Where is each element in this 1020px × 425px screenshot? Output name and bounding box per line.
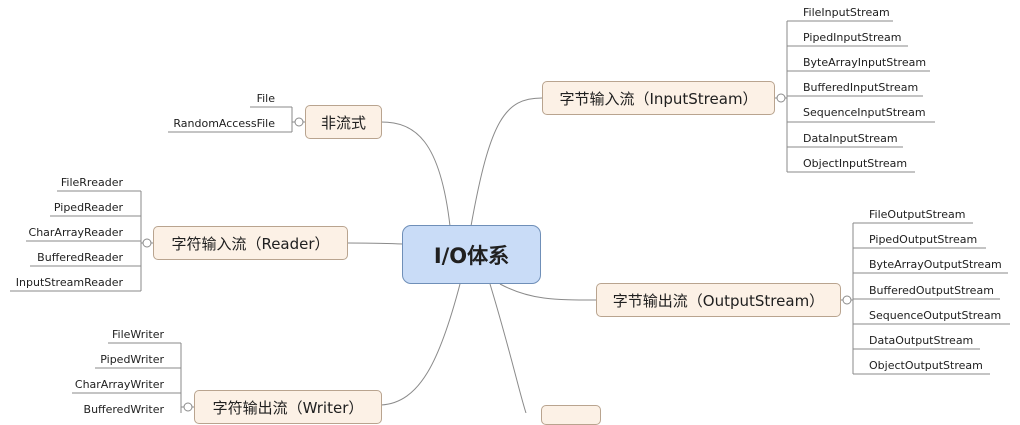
collapse-toggle-icon [776, 93, 786, 103]
topic-inputstream[interactable]: 字节输入流（InputStream） [542, 81, 775, 115]
subtopic-bufferedinputstream[interactable]: BufferedInputStream [803, 81, 919, 94]
subtopic-sequenceoutputstream[interactable]: SequenceOutputStream [869, 309, 1002, 322]
subtopic-chararrayreader[interactable]: CharArrayReader [28, 226, 123, 239]
topic-nonstream[interactable]: 非流式 [305, 105, 382, 139]
subtopic-chararraywriter[interactable]: CharArrayWriter [74, 378, 164, 391]
connector-root-outputstream [499, 283, 597, 301]
collapse-toggle-icon [842, 295, 852, 305]
subtopic-bufferedwriter[interactable]: BufferedWriter [83, 403, 164, 416]
connector-root-nonstream [380, 121, 451, 227]
connector-root-reader [346, 242, 404, 245]
collapse-toggle-icon [294, 117, 304, 127]
connector-root-inputstream [470, 97, 543, 227]
topic-bottom-partial[interactable] [541, 405, 601, 425]
mind-map-canvas: I/O体系 非流式 字符输入流（Reader） 字符输出流（Writer） 字节… [10, 6, 1010, 425]
central-topic[interactable]: I/O体系 [402, 225, 541, 284]
subtopic-fileoutputstream[interactable]: FileOutputStream [869, 208, 966, 221]
subtopic-pipedoutputstream[interactable]: PipedOutputStream [869, 233, 978, 246]
subtopic-file[interactable]: File [256, 92, 275, 105]
subtopic-pipedwriter[interactable]: PipedWriter [100, 353, 164, 366]
collapse-toggle-icon [183, 402, 193, 412]
subtopic-objectinputstream[interactable]: ObjectInputStream [803, 157, 908, 170]
subtopic-pipedreader[interactable]: PipedReader [53, 201, 123, 214]
subtopic-bufferedoutputstream[interactable]: BufferedOutputStream [869, 284, 994, 297]
subtopic-bytearrayinputstream[interactable]: ByteArrayInputStream [803, 56, 927, 69]
subtopic-dataoutputstream[interactable]: DataOutputStream [869, 334, 974, 347]
topic-writer[interactable]: 字符输出流（Writer） [194, 390, 382, 424]
subtopic-filereader[interactable]: FileRreader [60, 176, 123, 189]
subtopic-objectoutputstream[interactable]: ObjectOutputStream [869, 359, 983, 372]
subtopic-datainputstream[interactable]: DataInputStream [803, 132, 898, 145]
collapse-toggle-icon [142, 238, 152, 248]
subtopic-inputstreamreader[interactable]: InputStreamReader [15, 276, 123, 289]
topic-outputstream[interactable]: 字节输出流（OutputStream） [596, 283, 841, 317]
subtopic-bytearrayoutputstream[interactable]: ByteArrayOutputStream [869, 258, 1002, 271]
topic-reader[interactable]: 字符输入流（Reader） [153, 226, 348, 260]
subtopic-filewriter[interactable]: FileWriter [112, 328, 164, 341]
subtopic-pipedinputstream[interactable]: PipedInputStream [803, 31, 902, 44]
connector-lines [10, 20, 1010, 413]
connector-root-bottom-node [489, 283, 527, 413]
subtopic-bufferedreader[interactable]: BufferedReader [37, 251, 123, 264]
subtopic-fileinputstream[interactable]: FileInputStream [803, 6, 890, 19]
subtopic-sequenceinputstream[interactable]: SequenceInputStream [803, 106, 926, 119]
subtopic-randomaccessfile[interactable]: RandomAccessFile [173, 117, 275, 130]
connector-root-writer [380, 283, 461, 406]
